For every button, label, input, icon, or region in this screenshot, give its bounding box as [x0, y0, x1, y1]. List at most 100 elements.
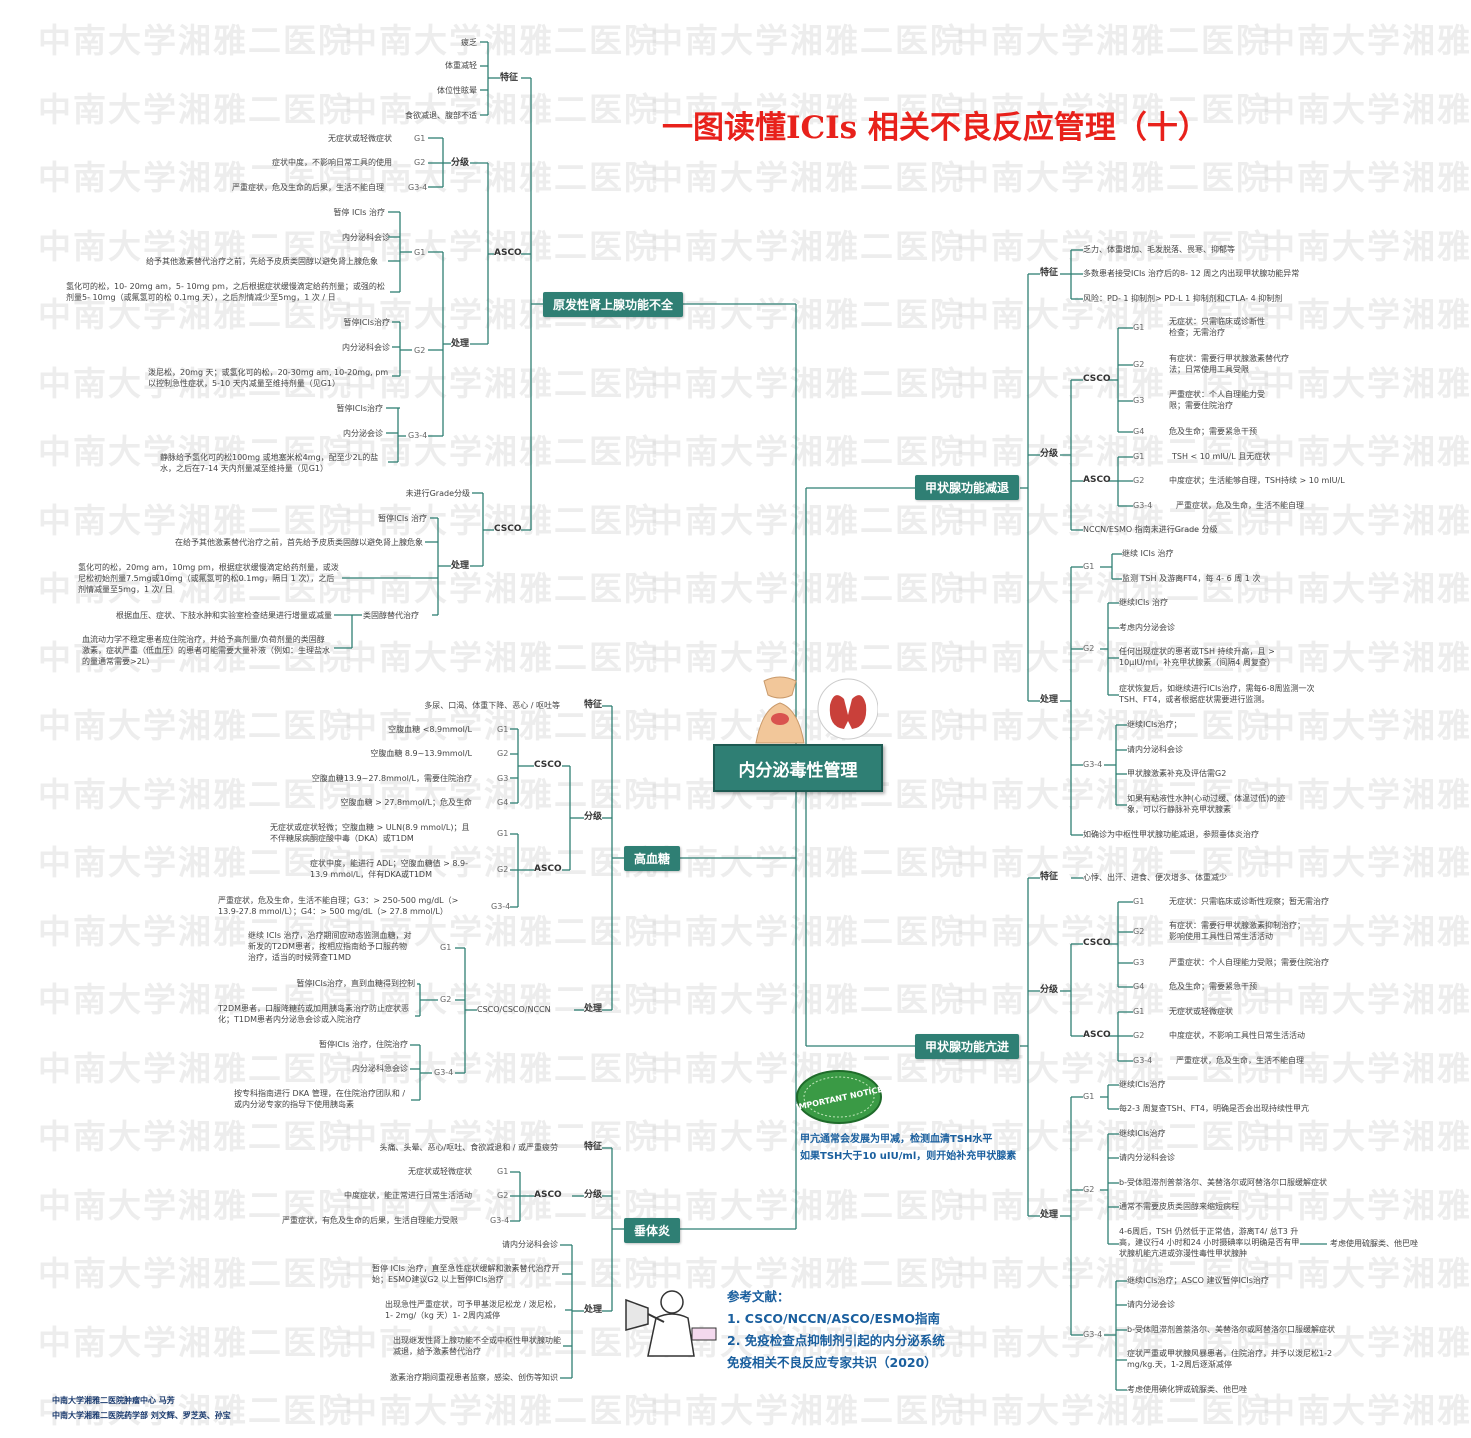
hg-asco-tag: G2	[497, 865, 509, 874]
footer-line: 中南大学湘雅二医院肿瘤中心 马芳	[52, 1396, 175, 1405]
pit-treat-item: 请内分泌科会诊	[502, 1240, 558, 1249]
pit-treat-item: 出现急性严重症状，可予甲基泼尼松龙 / 泼尼松，1- 2mg/（kg 天）1- …	[385, 1300, 561, 1320]
hyper-csco-tag: G1	[1133, 897, 1145, 906]
hypo-asco-desc: 中度症状；生活能够自理，TSH持续 > 10 mIU/L	[1169, 476, 1345, 485]
adrenal-g2-item: 内分泌科会诊	[342, 343, 390, 352]
reference-item: 2. 免疫检查点抑制剂引起的内分泌系统	[727, 1333, 945, 1348]
adrenal-treat-label: 处理	[451, 339, 470, 349]
hg-asco-tag: G3-4	[491, 902, 511, 911]
hypo-asco-desc: TSH < 10 mIU/L 且无症状	[1172, 452, 1271, 461]
hg-csco-desc: 空腹血糖 > 27.8mmol/L；危及生命	[340, 798, 472, 807]
pit-grade-tag: G3-4	[490, 1216, 510, 1225]
hyper-g1-item: 继续ICIs治疗	[1119, 1080, 1166, 1089]
adrenal-feature: 体重减轻	[445, 61, 477, 70]
hypo-csco-label: CSCO	[1083, 374, 1111, 384]
hypo-nccn: NCCN/ESMO 指南未进行Grade 分级	[1083, 525, 1218, 534]
adrenal-g1-item: 暂停 ICIs 治疗	[333, 208, 385, 217]
hg-treat-label: 处理	[584, 1004, 603, 1014]
adrenal-csco-label: CSCO	[494, 524, 522, 534]
notice-text: 甲亢通常会发展为甲减，检测血清TSH水平 如果TSH大于10 uIU/ml，则开…	[800, 1131, 1016, 1165]
pit-grade-desc: 无症状或轻微症状	[408, 1167, 472, 1176]
hyper-asco-tag: G1	[1133, 1007, 1145, 1016]
hyper-features: 心悸、出汗、进食、便次增多、体重减少	[1083, 873, 1227, 882]
hyper-g2-side: 考虑使用硫脲类、他巴唑	[1330, 1239, 1418, 1248]
hyper-g34-item: 请内分泌会诊	[1127, 1300, 1175, 1309]
pit-grade-desc: 严重症状，有危及生命的后果，生活自理能力受限	[282, 1216, 458, 1225]
adrenal-g34-item: 暂停ICIs治疗	[336, 404, 383, 413]
hypo-csco-tag: G3	[1133, 396, 1145, 405]
adrenal-feature: 体位性眩晕	[437, 86, 477, 95]
hyper-asco-label: ASCO	[1083, 1030, 1111, 1040]
branch-pituitary: 垂体炎	[624, 1218, 681, 1243]
hg-asco-desc: 症状中度，能进行 ADL；空腹血糖值 > 8.9-13.9 mmol/L，伴有D…	[310, 859, 469, 879]
hyper-treat-label: 处理	[1040, 1210, 1059, 1220]
thyroid-illustration-icon	[755, 676, 878, 744]
hg-g1-text: 继续 ICIs 治疗，治疗期间应动态监测血糖，对新发的T2DM患者，按相应指南给…	[248, 931, 412, 962]
hypo-csco-tag: G1	[1133, 323, 1145, 332]
pit-treat-item: 暂停 ICIs 治疗，直至急性症状缓解和激素替代治疗开始；ESMO建议G2 以上…	[372, 1264, 560, 1284]
adrenal-feature: 疲乏	[461, 38, 477, 47]
adrenal-g34-tag: G3-4	[408, 431, 428, 440]
adrenal-g2-item: 暂停ICIs治疗	[343, 318, 390, 327]
hypo-g2-item: 考虑内分泌会诊	[1119, 623, 1175, 632]
pit-features: 头痛、头晕、恶心/呕吐、食欲减退和 / 或严重疲劳	[379, 1143, 558, 1152]
hyper-g2-item: 通常不需要皮质类固醇来缩短病程	[1119, 1202, 1239, 1211]
hyper-asco-desc: 严重症状，危及生命，生活不能自理	[1176, 1056, 1304, 1065]
adrenal-steroid-item: 血流动力学不稳定患者应住院治疗，并给予高剂量/负荷剂量的类固醇激素，症状严重（低…	[82, 635, 330, 666]
adrenal-g2-item: 泼尼松，20mg 天；或氢化可的松，20-30mg am, 10-20mg, p…	[148, 368, 389, 388]
hypo-csco-desc: 无症状：只需临床或诊断性检查；无需治疗	[1169, 317, 1265, 337]
hypo-g34-item: 甲状腺激素补充及评估需G2	[1127, 769, 1227, 778]
adrenal-grade-tag: G2	[414, 158, 426, 167]
hyper-g2-item: b-受体阻滞剂普萘洛尔、美替洛尔或阿替洛尔口服缓解症状	[1119, 1178, 1327, 1187]
hyper-csco-tag: G4	[1133, 982, 1145, 991]
hg-csco-tag: G3	[497, 774, 509, 783]
hypo-g1-tag: G1	[1083, 562, 1095, 571]
hg-g1-tag: G1	[440, 943, 452, 952]
hypo-g1-item: 继续 ICIs 治疗	[1122, 549, 1174, 558]
hypo-g2-tag: G2	[1083, 644, 1095, 653]
adrenal-csco-item: 氢化可的松，20mg am，10mg pm，根据症状缓慢滴定给药剂量，或泼尼松初…	[78, 563, 339, 594]
hyper-csco-label: CSCO	[1083, 938, 1111, 948]
hg-g34-tag: G3-4	[434, 1068, 454, 1077]
hypo-g34-tag: G3-4	[1083, 760, 1103, 769]
hypo-asco-desc: 严重症状，危及生命，生活不能自理	[1176, 501, 1304, 510]
adrenal-grade-tag: G1	[414, 134, 426, 143]
hg-treat-source: CSCO/CSCO/NCCN	[477, 1005, 551, 1014]
hyper-g2-item: 4-6周后，TSH 仍然低于正常值，游离T4/ 总T3 升高，建议行4 小时和2…	[1119, 1227, 1300, 1258]
adrenal-grade-desc: 严重症状，危及生命的后果，生活不能自理	[232, 183, 384, 192]
hyper-g34-item: b-受体阻滞剂普萘洛尔、美替洛尔或阿替洛尔口服缓解症状	[1127, 1325, 1335, 1334]
hg-feature-label: 特征	[584, 700, 603, 710]
hyper-g2-item: 继续ICIs治疗	[1119, 1129, 1166, 1138]
hypo-csco-tag: G2	[1133, 360, 1145, 369]
hyper-g2-item: 请内分泌科会诊	[1119, 1153, 1175, 1162]
hypo-csco-desc: 危及生命；需要紧急干预	[1169, 427, 1257, 436]
hyper-csco-tag: G2	[1133, 927, 1145, 936]
hyper-csco-desc: 有症状：需要行甲状腺激素抑制治疗；影响使用工具性日常生活活动	[1169, 921, 1305, 941]
hg-g34-item: 按专科指南进行 DKA 管理，在住院治疗团队和 / 或内分泌专家的指导下使用胰岛…	[234, 1089, 406, 1109]
reference-item: 免疫相关不良反应专家共识（2020）	[727, 1355, 937, 1370]
center-node: 内分泌毒性管理	[713, 744, 883, 792]
hypo-g34-item: 如果有粘液性水肿(心动过缓、体温过低)的迹象，可以行静脉补充甲状腺素	[1127, 794, 1286, 814]
adrenal-g1-item: 氢化可的松，10- 20mg am，5- 10mg pm，之后根据症状缓慢滴定给…	[66, 282, 385, 302]
hg-g2-item: 暂停ICIs治疗，直到血糖得到控制	[296, 979, 415, 988]
pit-grade-desc: 中度症状，能正常进行日常生活活动	[344, 1191, 472, 1200]
adrenal-csco-grade: 未进行Grade分级	[405, 489, 470, 498]
hg-csco-desc: 空腹血糖13.9~27.8mmol/L，需要住院治疗	[311, 774, 472, 783]
adrenal-feature: 食欲减退、腹部不适	[405, 111, 477, 120]
hyper-feature-label: 特征	[1040, 872, 1059, 882]
hypo-g2-item: 症状恢复后，如继续进行ICIs治疗，需每6-8周监测一次TSH、FT4，或者根据…	[1119, 684, 1315, 704]
adrenal-grade-label: 分级	[451, 158, 470, 168]
branch-hypothyroid: 甲状腺功能减退	[915, 475, 1020, 500]
hyper-g34-item: 继续ICIs治疗；ASCO 建议暂停ICIs治疗	[1127, 1276, 1269, 1285]
hyper-grade-label: 分级	[1040, 985, 1059, 995]
reference-item: 1. CSCO/NCCN/ASCO/ESMO指南	[727, 1311, 941, 1326]
doctor-megaphone-icon	[625, 1290, 717, 1357]
hypo-asco-tag: G3-4	[1133, 501, 1153, 510]
hg-grade-label: 分级	[584, 812, 603, 822]
hypo-g2-item: 继续ICIs 治疗	[1119, 598, 1169, 607]
footer-line: 中南大学湘雅二医院药学部 刘文辉、罗芝英、孙宝	[52, 1411, 231, 1420]
hg-csco-tag: G1	[497, 725, 509, 734]
hg-g34-item: 内分泌科急会诊	[352, 1064, 408, 1073]
hyper-csco-tag: G3	[1133, 958, 1145, 967]
